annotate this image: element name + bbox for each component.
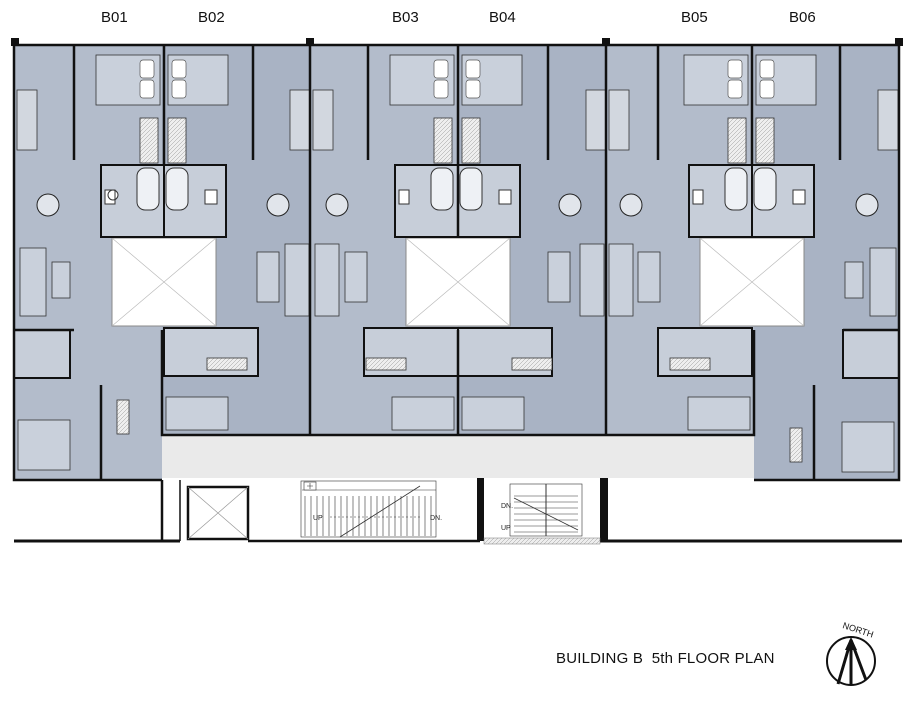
- unit-label-b05: B05: [681, 9, 708, 26]
- bed-pillows: [139, 59, 775, 99]
- unit-label-b01: B01: [101, 9, 128, 26]
- east-stair: [509, 483, 583, 537]
- light-well-3: [699, 237, 805, 327]
- stair-east-down-label: DN.: [501, 503, 513, 510]
- elevator: [186, 485, 250, 541]
- stair-east-up-label: UP: [501, 525, 511, 532]
- toilets: [104, 189, 806, 205]
- bathtubs: [136, 167, 777, 211]
- light-well-1: [111, 237, 217, 327]
- beds-lower: [17, 396, 895, 473]
- unit-label-b04: B04: [489, 9, 516, 26]
- unit-labels: B01 B02 B03 B04 B05 B06: [101, 9, 816, 26]
- unit-label-b03: B03: [392, 9, 419, 26]
- unit-label-b02: B02: [198, 9, 225, 26]
- dining-tables: [36, 193, 879, 217]
- plan-title: BUILDING B 5th FLOOR PLAN: [556, 650, 775, 667]
- light-well-2: [405, 237, 511, 327]
- corridor: [162, 435, 754, 478]
- light-wells: [111, 237, 805, 327]
- stair-west-up-label: UP: [313, 515, 323, 522]
- living-furniture: [19, 243, 897, 317]
- unit-label-b06: B06: [789, 9, 816, 26]
- stair-west-down-label: DN.: [430, 515, 442, 522]
- building-core: [14, 478, 902, 545]
- walls: [12, 40, 901, 482]
- closets: [116, 117, 803, 463]
- north-compass: NORTH: [826, 620, 876, 686]
- wall-markers: [11, 38, 903, 46]
- west-stair: [300, 480, 437, 538]
